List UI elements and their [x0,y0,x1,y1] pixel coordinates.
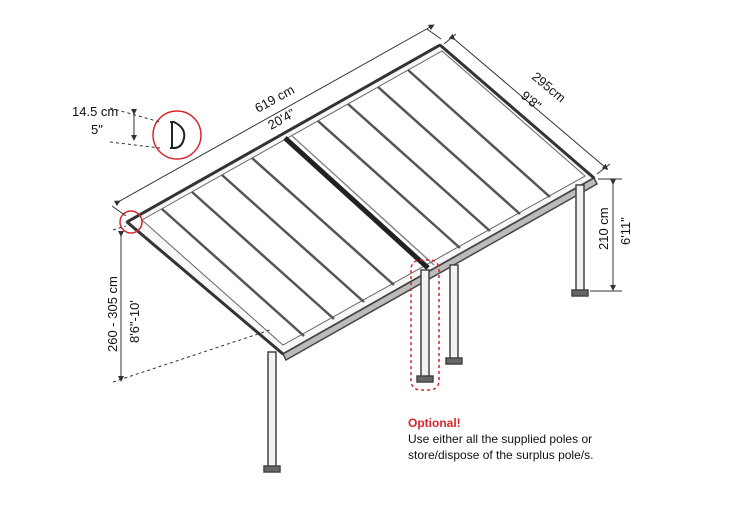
post-left [267,351,277,471]
optional-note: Optional! Use either all the supplied po… [408,415,593,463]
optional-post-highlight [410,259,440,391]
front-height-imperial-label: 6'11" [618,217,633,245]
optional-note-line1: Use either all the supplied poles or [408,432,593,446]
depth-imperial-label: 9'8" [518,88,544,114]
profile-metric-label: 14.5 cm [72,104,118,119]
wall-height-metric-label: 260 - 305 cm [105,276,120,352]
optional-note-title: Optional! [408,416,461,430]
wall-bracket-circle [119,210,143,234]
post-middle [449,264,459,364]
post-right [575,184,585,294]
wall-height-dimension: 260 - 305 cm 8'6"-10' [105,225,271,383]
post-optional [420,269,430,379]
optional-note-line2: store/dispose of the surplus pole/s. [408,448,594,462]
profile-detail: 14.5 cm 5" [72,104,202,160]
front-height-dimension: 210 cm 6'11" [590,178,633,292]
profile-imperial-label: 5" [91,122,103,137]
front-height-metric-label: 210 cm [596,207,611,250]
posts [263,184,589,473]
wall-height-imperial-label: 8'6"-10' [127,300,142,343]
